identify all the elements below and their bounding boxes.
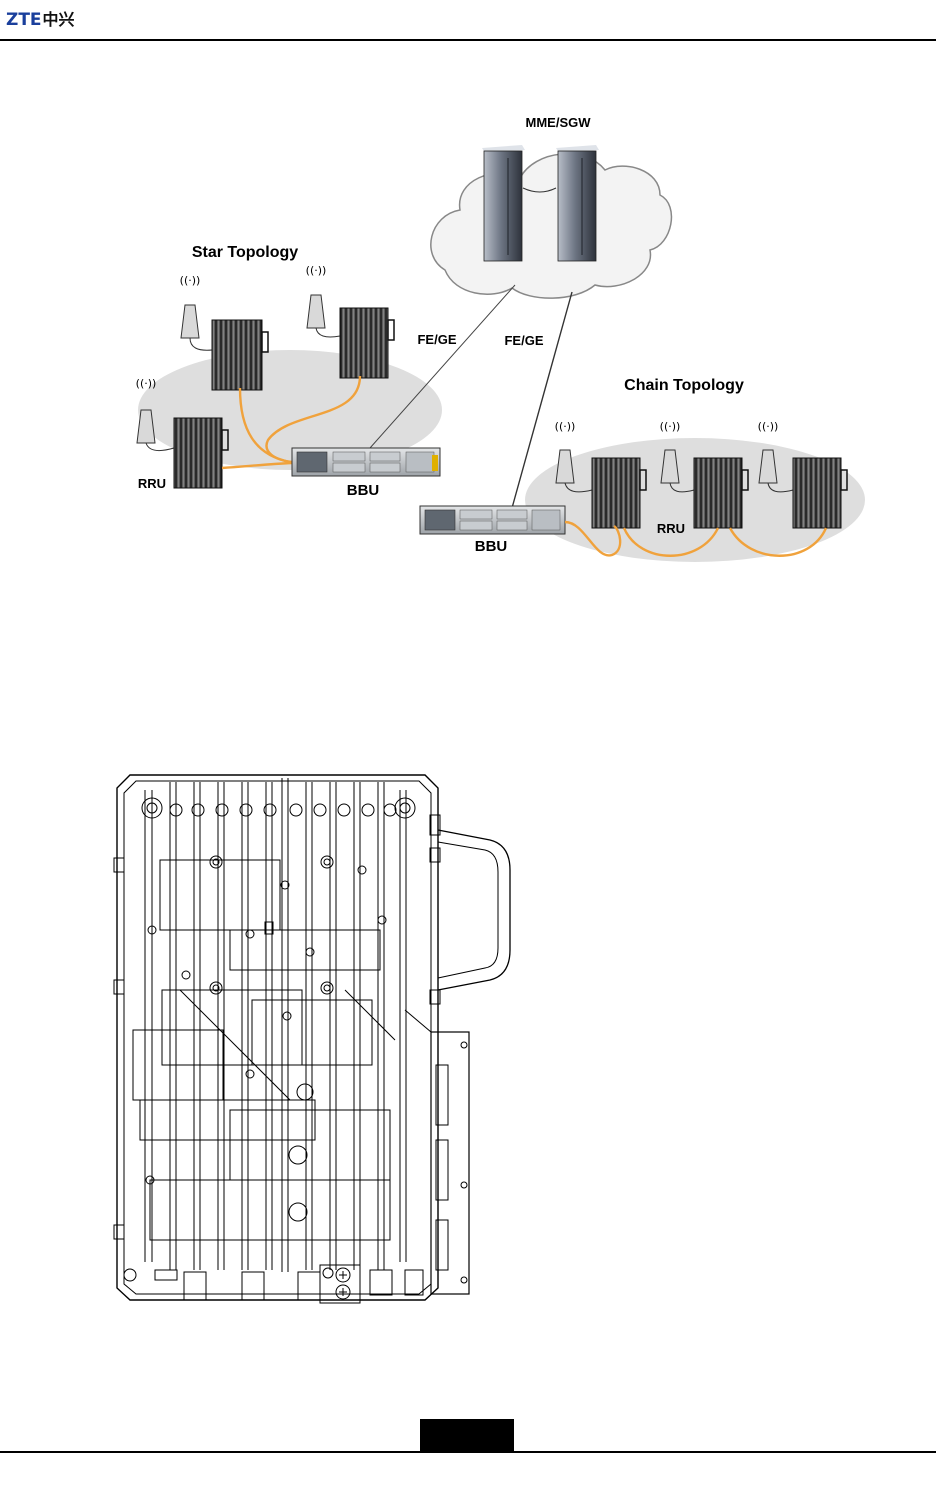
core-network-label: MME/SGW xyxy=(526,115,592,130)
rru-fins xyxy=(145,778,406,1272)
svg-text:((·)): ((·)) xyxy=(136,377,157,390)
rru-top-bolts xyxy=(170,804,396,816)
chain-rru-label: RRU xyxy=(657,521,685,536)
chain-rru-1 xyxy=(592,458,646,528)
rru-top-right-boss xyxy=(395,798,415,818)
rru-handle xyxy=(438,830,510,990)
svg-text:((·)): ((·)) xyxy=(660,420,681,433)
star-rru-1 xyxy=(212,320,268,390)
fe-ge-label-left: FE/GE xyxy=(417,332,456,347)
rru-bottom-connectors xyxy=(155,1265,423,1303)
footer-rule xyxy=(0,1451,936,1453)
chain-bbu-label: BBU xyxy=(475,538,508,555)
star-bbu xyxy=(292,448,440,476)
server-cabinet-right xyxy=(556,145,599,261)
svg-text:((·)): ((·)) xyxy=(306,264,327,277)
star-antenna-1: ((·)) xyxy=(180,274,212,350)
star-topology-title: Star Topology xyxy=(192,244,298,261)
chain-rru-2 xyxy=(694,458,748,528)
chain-topology-title: Chain Topology xyxy=(624,377,744,394)
chain-bbu xyxy=(420,506,565,534)
server-cabinet-left xyxy=(482,145,525,261)
core-network-cloud xyxy=(431,154,672,298)
page-number-tab xyxy=(420,1419,514,1452)
topology-diagram: ((·)) ((·)) ((·)) xyxy=(118,115,865,562)
svg-text:((·)): ((·)) xyxy=(555,420,576,433)
rru-line-drawing xyxy=(114,775,510,1303)
rru-side-bracket xyxy=(405,1010,469,1294)
star-rru-2 xyxy=(340,308,394,378)
star-bbu-label: BBU xyxy=(347,482,380,499)
star-rru-label: RRU xyxy=(138,476,166,491)
chain-rru-3 xyxy=(793,458,847,528)
svg-text:((·)): ((·)) xyxy=(180,274,201,287)
star-rru-3 xyxy=(174,418,228,488)
svg-text:((·)): ((·)) xyxy=(758,420,779,433)
star-antenna-2: ((·)) xyxy=(306,264,340,337)
fe-ge-label-right: FE/GE xyxy=(504,333,543,348)
